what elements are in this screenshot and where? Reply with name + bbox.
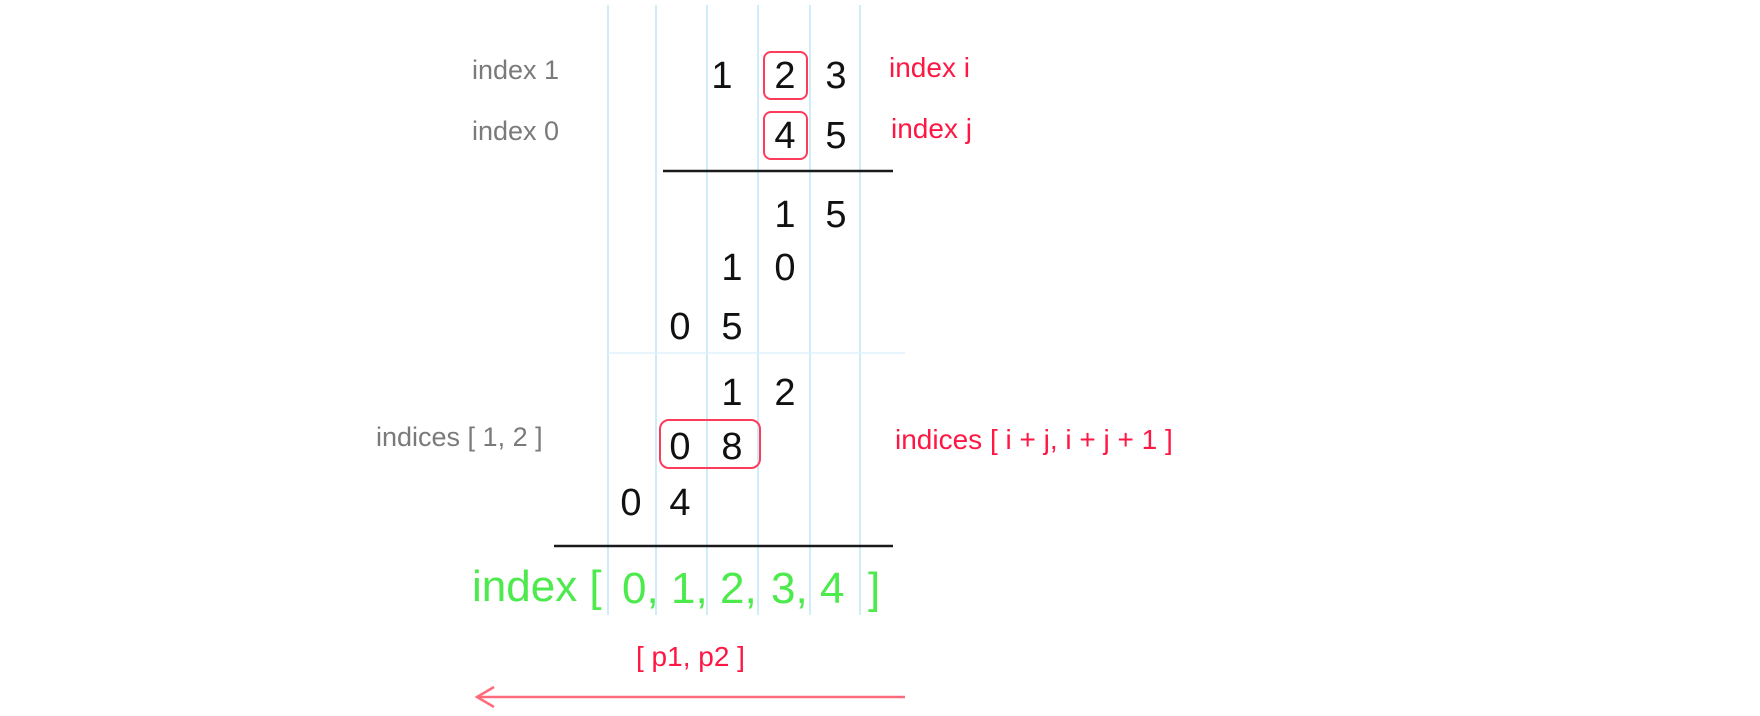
digit-highlighted: 0 [669, 426, 690, 468]
highlight-box-indices [659, 419, 761, 469]
number-one: 1 2 3 [711, 55, 846, 97]
number-two: 4 5 [774, 115, 846, 157]
digit: 5 [825, 194, 846, 236]
partial-products: 1 5 1 0 0 5 1 2 0 8 0 4 [620, 194, 846, 524]
label-index-1: index 1 [472, 55, 559, 85]
label-index-j: index j [891, 113, 972, 144]
label-p1-p2: [ p1, p2 ] [636, 641, 745, 672]
digit: 5 [825, 115, 846, 157]
highlight-box-i [763, 51, 808, 100]
digit: 0 [774, 247, 795, 289]
index-cell: 1, [671, 564, 708, 613]
digit: 2 [774, 372, 795, 414]
index-row-prefix: index [ [472, 562, 602, 611]
digit: 5 [721, 306, 742, 348]
index-row-suffix: ] [868, 564, 880, 613]
label-index-i: index i [889, 52, 970, 83]
index-cell: 2, [720, 564, 757, 613]
label-index-0: index 0 [472, 116, 559, 146]
index-cell: 0, [622, 564, 659, 613]
digit: 0 [620, 482, 641, 524]
left-arrow-icon [474, 685, 905, 709]
digit: 0 [669, 306, 690, 348]
index-cell: 4 [820, 564, 844, 613]
highlight-box-j [763, 111, 808, 160]
digit: 1 [774, 194, 795, 236]
digit-highlighted: 8 [721, 426, 742, 468]
index-cell: 3, [771, 564, 808, 613]
label-indices-left: indices [ 1, 2 ] [376, 422, 543, 452]
digit: 1 [711, 55, 732, 97]
digit: 1 [721, 247, 742, 289]
digit-highlighted: 4 [774, 115, 795, 157]
digit-highlighted: 2 [774, 55, 795, 97]
result-index-row: index [ 0, 1, 2, 3, 4 ] [472, 562, 880, 613]
digit: 4 [669, 482, 690, 524]
label-indices-right: indices [ i + j, i + j + 1 ] [895, 424, 1173, 455]
column-guides [607, 5, 905, 615]
digit: 1 [721, 372, 742, 414]
digit: 3 [825, 55, 846, 97]
